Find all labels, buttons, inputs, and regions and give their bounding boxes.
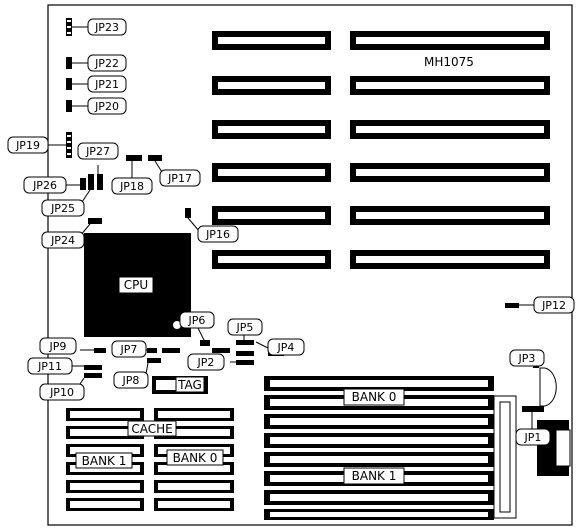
jp21-tag: JP21 [87,75,127,93]
jp1-tag: JP1 [515,428,551,446]
svg-text:JP20: JP20 [94,100,119,113]
svg-text:JP9: JP9 [49,340,67,353]
slot-row-3 [212,120,550,139]
svg-text:JP26: JP26 [32,179,57,192]
slot-row-6 [212,250,550,269]
svg-text:JP6: JP6 [188,314,206,327]
jp11-tag: JP11 [27,357,73,375]
memory-bank1-box [343,467,405,485]
cpu-label: CPU [124,278,148,292]
jp7-tag: JP7 [111,340,147,358]
jp6-tag: JP6 [179,311,215,329]
jp16-tag: JP16 [197,225,239,243]
memory-bank1-label: BANK 1 [352,469,397,483]
jp24-tag: JP24 [41,231,85,249]
svg-text:JP27: JP27 [85,145,110,158]
slot-row-1 [212,31,550,50]
jp17-tag: JP17 [159,169,201,187]
slot-row-5 [212,206,550,225]
jp26-tag: JP26 [23,176,67,194]
svg-text:JP18: JP18 [119,180,144,193]
svg-text:JP16: JP16 [205,228,230,241]
tag-chip: TAG [152,376,208,394]
jp22-tag: JP22 [87,54,127,72]
jp12-tag: JP12 [533,296,575,314]
board-model-label: MH1075 [424,55,474,69]
cache-label: CACHE [131,422,172,436]
expansion-slots [212,31,550,269]
jp3-tag: JP3 [509,349,545,367]
jp8-tag: JP8 [113,371,149,389]
jp27-tag: JP27 [77,142,119,160]
svg-text:JP10: JP10 [49,386,74,399]
jp18-tag: JP18 [111,177,153,195]
jp2-tag: JP2 [187,353,225,371]
jp5-tag: JP5 [227,318,263,336]
svg-text:JP8: JP8 [122,374,140,387]
cache-label-box [127,420,177,437]
svg-text:JP1: JP1 [524,431,542,444]
memory-bank0-label: BANK 0 [352,390,397,404]
jp23-tag: JP23 [87,18,127,36]
svg-text:JP23: JP23 [94,21,119,34]
svg-text:JP7: JP7 [120,343,138,356]
jp25-tag: JP25 [41,199,85,217]
cache-bank0-box [166,449,224,466]
jp4-tag: JP4 [267,338,305,356]
svg-text:JP21: JP21 [94,78,119,91]
jp10-tag: JP10 [39,383,85,401]
cpu-label-box [118,276,154,294]
jp20-tag: JP20 [87,97,127,115]
svg-text:JP4: JP4 [277,341,295,354]
svg-text:JP11: JP11 [37,360,62,373]
svg-text:JP24: JP24 [50,234,75,247]
svg-text:JP25: JP25 [50,202,75,215]
slot-row-4 [212,163,550,182]
cache-bank0-label: BANK 0 [173,451,218,465]
slot-row-2 [212,76,550,95]
svg-text:JP5: JP5 [236,321,254,334]
svg-text:JP3: JP3 [518,352,536,365]
cache-bank1-label: BANK 1 [82,454,127,468]
jp9-tag: JP9 [39,337,77,355]
svg-text:JP22: JP22 [94,57,119,70]
tag-label: TAG [177,378,202,392]
svg-text:JP12: JP12 [541,299,566,312]
svg-text:JP17: JP17 [167,172,192,185]
jumper-tags: JP23 JP22 JP21 JP20 JP19 JP27 JP26 JP25 … [7,18,575,446]
svg-text:JP2: JP2 [197,356,215,369]
svg-text:JP19: JP19 [15,139,40,152]
memory-bank0-box [343,388,405,406]
cache-bank1-box [75,452,133,469]
cpu-pin1-marker [173,321,181,329]
jp19-tag: JP19 [7,136,49,154]
